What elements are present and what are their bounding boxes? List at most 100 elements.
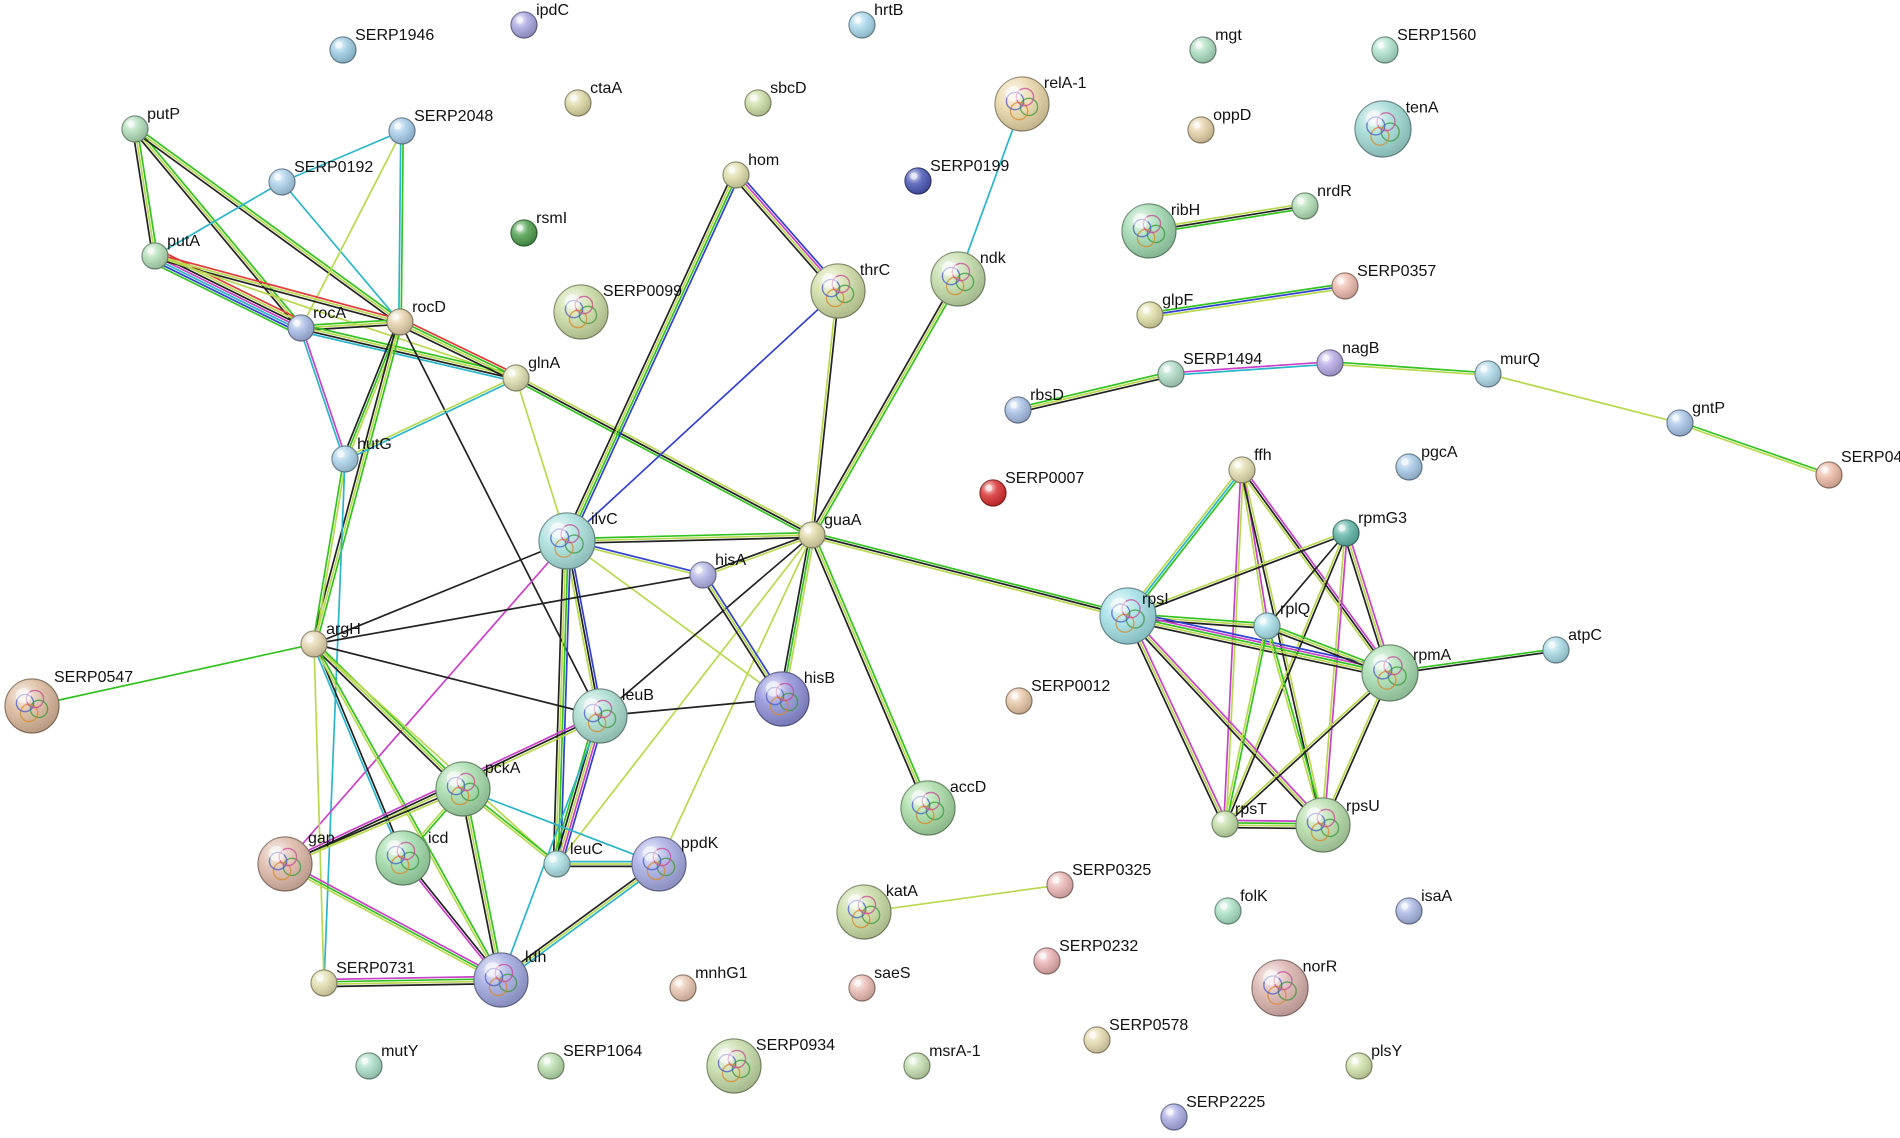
node-saeS[interactable]: saeS [848, 965, 911, 1002]
node-gloss [474, 953, 528, 1007]
node-oppD[interactable]: oppD [1187, 107, 1251, 144]
node-SERP2225[interactable]: SERP2225 [1160, 1094, 1265, 1131]
node-SERP1494[interactable]: SERP1494 [1157, 351, 1262, 388]
node-label: hrtB [874, 2, 903, 19]
edge-strand [301, 323, 518, 376]
node-murQ[interactable]: murQ [1474, 351, 1540, 388]
node-rpsI[interactable]: rpsI [1099, 587, 1169, 645]
node-SERP0232[interactable]: SERP0232 [1033, 938, 1138, 975]
node-SERP04[interactable]: SERP04 [1815, 449, 1900, 489]
node-SERP0007[interactable]: SERP0007 [979, 470, 1084, 507]
node-guaA[interactable]: guaA [798, 512, 862, 549]
node-rbsD[interactable]: rbsD [1004, 387, 1064, 424]
node-ipdC[interactable]: ipdC [510, 2, 569, 39]
node-mgt[interactable]: mgt [1189, 27, 1242, 64]
node-ndk[interactable]: ndk [930, 250, 1007, 307]
node-label: msrA-1 [929, 1043, 981, 1060]
node-SERP0934[interactable]: SERP0934 [706, 1037, 835, 1094]
node-pckA[interactable]: pckA [435, 760, 521, 817]
node-ribH[interactable]: ribH [1121, 202, 1200, 259]
node-label: hom [748, 152, 779, 169]
node-gloss [539, 513, 595, 569]
node-label: rocA [313, 305, 346, 322]
node-SERP1064[interactable]: SERP1064 [537, 1043, 642, 1080]
node-SERP0199[interactable]: SERP0199 [904, 158, 1009, 195]
node-rsmI[interactable]: rsmI [510, 210, 567, 247]
node-accD[interactable]: accD [900, 779, 986, 836]
node-katA[interactable]: katA [836, 883, 918, 940]
edge-glpF-SERP0357 [1149, 282, 1346, 319]
node-gloss [436, 762, 490, 816]
node-hrtB[interactable]: hrtB [848, 2, 903, 39]
node-rpmG3[interactable]: rpmG3 [1332, 510, 1407, 547]
node-SERP0547[interactable]: SERP0547 [4, 669, 133, 734]
node-label: rsmI [536, 210, 567, 227]
node-leuC[interactable]: leuC [543, 841, 603, 878]
node-isaA[interactable]: isaA [1395, 888, 1453, 925]
edge-rpmG3-rplQ [1266, 532, 1347, 627]
edge-leuB-ldh [500, 715, 601, 981]
node-rocD[interactable]: rocD [386, 299, 446, 336]
node-ffh[interactable]: ffh [1228, 447, 1272, 484]
node-hutG[interactable]: hutG [331, 436, 392, 473]
edge-thrC-ilvC [566, 290, 839, 542]
node-ctaA[interactable]: ctaA [564, 80, 622, 117]
node-hisA[interactable]: hisA [689, 552, 747, 589]
edge-strand [462, 788, 660, 865]
node-mnhG1[interactable]: mnhG1 [669, 965, 748, 1002]
node-SERP0357[interactable]: SERP0357 [1331, 263, 1436, 300]
node-pgcA[interactable]: pgcA [1395, 444, 1458, 481]
node-norR[interactable]: norR [1251, 958, 1337, 1017]
node-argH[interactable]: argH [300, 621, 361, 658]
edge-pckA-gap [284, 787, 464, 866]
node-SERP1946[interactable]: SERP1946 [329, 27, 434, 64]
edge-strand [1017, 370, 1171, 409]
node-SERP2048[interactable]: SERP2048 [388, 108, 493, 145]
node-rpmA[interactable]: rpmA [1361, 644, 1452, 702]
node-hisB[interactable]: hisB [754, 670, 835, 727]
node-atpC[interactable]: atpC [1542, 627, 1602, 664]
node-SERP0325[interactable]: SERP0325 [1046, 862, 1151, 899]
edge-putA-glnA [154, 255, 517, 379]
node-label: mutY [381, 1043, 419, 1060]
node-SERP0192[interactable]: SERP0192 [268, 159, 373, 196]
node-nagB[interactable]: nagB [1316, 340, 1379, 377]
edge-argH-leuB [313, 643, 601, 717]
node-gloss [122, 116, 148, 142]
node-label: guaA [824, 512, 862, 529]
node-relA-1[interactable]: relA-1 [994, 75, 1087, 132]
edge-strand [400, 320, 517, 378]
edge-strand [1017, 373, 1172, 411]
node-sbcD[interactable]: sbcD [744, 80, 807, 117]
edge-strand [311, 458, 345, 644]
node-thrC[interactable]: thrC [810, 262, 890, 319]
edge-strand [499, 861, 659, 979]
node-hom[interactable]: hom [722, 152, 779, 189]
node-mutY[interactable]: mutY [355, 1043, 419, 1080]
node-putP[interactable]: putP [121, 106, 180, 143]
node-icd[interactable]: icd [375, 830, 448, 886]
node-ldh[interactable]: ldh [473, 949, 546, 1008]
edge-strand [284, 540, 568, 865]
node-SERP0012[interactable]: SERP0012 [1005, 678, 1110, 715]
node-leuB[interactable]: leuB [572, 687, 654, 744]
edge-guaA-leuC [556, 534, 813, 865]
node-rpsU[interactable]: rpsU [1295, 797, 1380, 853]
node-SERP1560[interactable]: SERP1560 [1371, 27, 1476, 64]
node-msrA-1[interactable]: msrA-1 [903, 1043, 981, 1080]
edge-strand [131, 129, 154, 257]
edge-strand [310, 321, 399, 644]
node-tenA[interactable]: tenA [1354, 99, 1439, 158]
node-folK[interactable]: folK [1214, 888, 1268, 925]
node-nrdR[interactable]: nrdR [1291, 183, 1352, 220]
node-SERP0578[interactable]: SERP0578 [1083, 1017, 1188, 1054]
node-SERP0731[interactable]: SERP0731 [310, 960, 415, 997]
node-label: leuB [622, 687, 654, 704]
edge-SERP0192-rocD [281, 181, 401, 323]
node-rocA[interactable]: rocA [287, 305, 346, 342]
edge-strand [134, 128, 401, 323]
node-plsY[interactable]: plsY [1345, 1043, 1403, 1080]
node-ppdK[interactable]: ppdK [631, 835, 719, 892]
edge-strand [566, 531, 812, 540]
edge-thrC-guaA [809, 290, 841, 536]
